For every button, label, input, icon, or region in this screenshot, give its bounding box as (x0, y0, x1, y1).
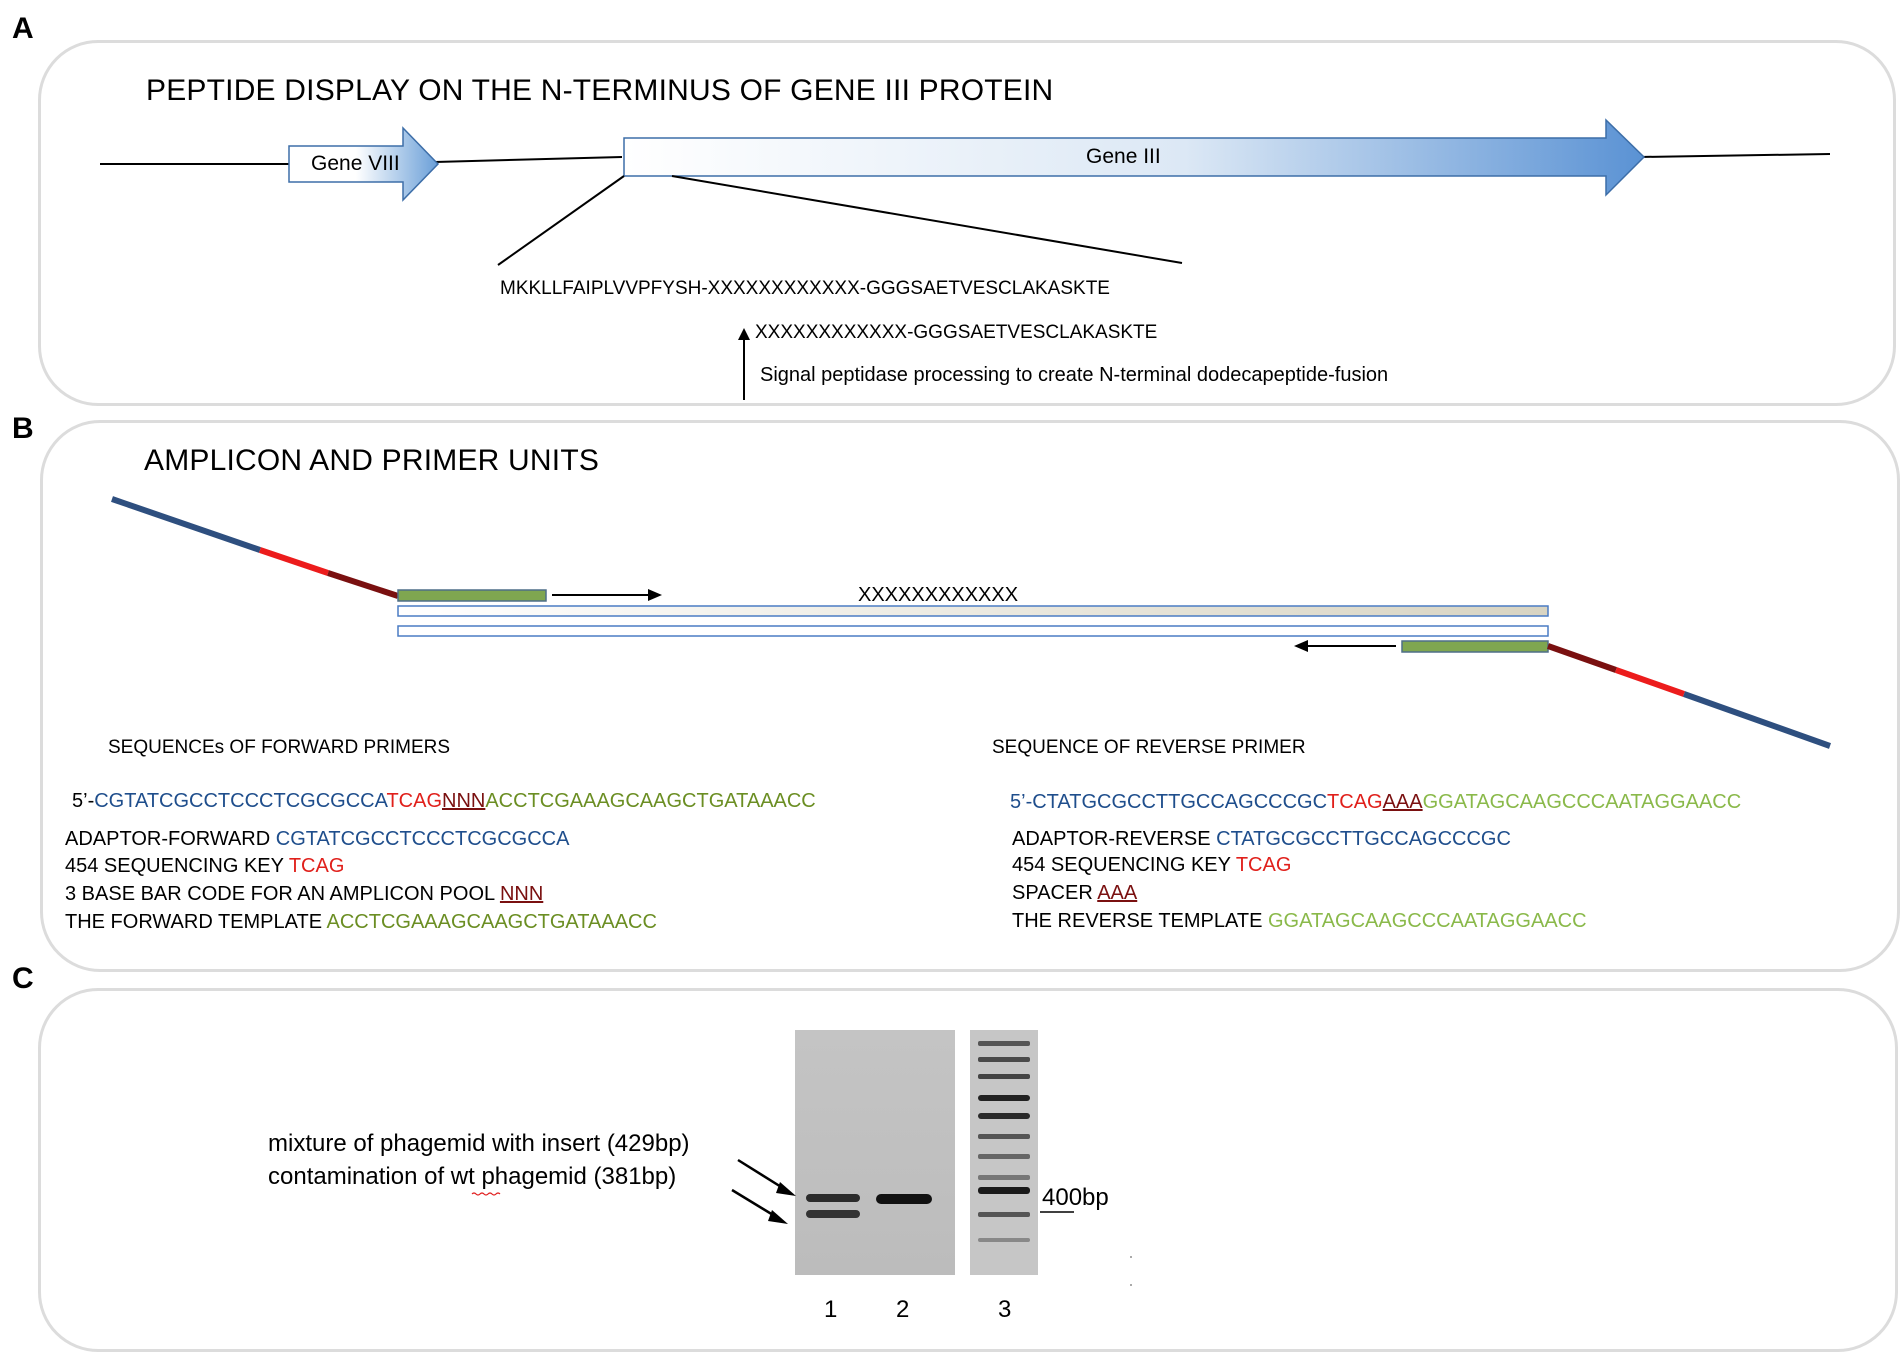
fwd-tail-key (259, 547, 329, 576)
forward-key-seq: TCAG (386, 790, 442, 812)
reverse-primer-heading: SEQUENCE OF REVERSE PRIMER (992, 737, 1306, 758)
panel-letter-a: A (12, 12, 34, 45)
insert-label-arrow-shaft (737, 1158, 787, 1192)
wt-label-arrow-shaft (731, 1188, 779, 1220)
panel-a-title: PEPTIDE DISPLAY ON THE N-TERMINUS OF GEN… (146, 74, 1054, 107)
processed-peptide-sequence: XXXXXXXXXXXX-GGGSAETVESCLAKASKTE (755, 322, 1158, 343)
reverse-template-row: THE REVERSE TEMPLATE GGATAGCAAGCCCAATAGG… (1012, 910, 1587, 932)
lane-label-2: 2 (896, 1296, 910, 1323)
template-strand-top (397, 605, 1549, 617)
backbone-line-mid (434, 156, 623, 163)
reverse-prefix: 5’- (1010, 791, 1033, 813)
lane-label-3: 3 (998, 1296, 1012, 1323)
gene8-label: Gene VIII (311, 152, 400, 175)
reverse-adaptor-seq: CTATGCGCCTTGCCAGCCCGC (1032, 791, 1328, 813)
gene3-arrow (623, 118, 1646, 197)
zoom-line-right (671, 175, 1183, 264)
marker-400bp-label: 400bp (1042, 1184, 1109, 1211)
insert-band-label: mixture of phagemid with insert (429bp) (268, 1130, 690, 1157)
forward-adaptor-row: ADAPTOR-FORWARD CGTATCGCCTCCCTCGCGCCA (65, 828, 570, 850)
insert-label-arrowhead (776, 1182, 796, 1196)
forward-primer-sequence: 5’-CGTATCGCCTCCCTCGCGCCATCAGNNNACCTCGAAA… (72, 790, 816, 813)
gel-lane-3 (970, 1030, 1038, 1275)
reverse-spacer-seq: AAA (1382, 791, 1423, 813)
rev-tail-adaptor (1682, 691, 1832, 749)
gel-lanes-1-2 (795, 1030, 955, 1275)
forward-template-seq: ACCTCGAAAGCAAGCTGATAAACC (485, 790, 816, 812)
zoom-line-left (497, 175, 625, 266)
wt-band-label: contamination of wt phagemid (381bp) (268, 1163, 677, 1190)
lane2-band (876, 1194, 932, 1204)
forward-primers-heading: SEQUENCEs OF FORWARD PRIMERS (108, 737, 451, 758)
reverse-adaptor-row: ADAPTOR-REVERSE CTATGCGCCTTGCCAGCCCGC (1012, 828, 1511, 850)
lane1-band-lower (806, 1210, 860, 1218)
rev-tail-key (1615, 667, 1685, 697)
reverse-spacer-row: SPACER AAA (1012, 882, 1138, 904)
scan-dot (1130, 1284, 1132, 1286)
rev-tail-spacer (1547, 643, 1617, 673)
forward-primer-arrowhead (648, 589, 662, 601)
panel-c (38, 988, 1898, 1352)
backbone-line-right (1639, 153, 1831, 158)
spellcheck-underline (471, 1192, 501, 1196)
full-peptide-sequence: MKKLLFAIPLVVPFYSH-XXXXXXXXXXXX-GGGSAETVE… (500, 278, 1110, 299)
gene8-arrow (288, 126, 440, 202)
lane-label-1: 1 (824, 1296, 838, 1323)
panel-b (40, 420, 1900, 972)
forward-primer-bar (397, 589, 547, 602)
reverse-primer-bar (1401, 640, 1549, 653)
wt-label-arrowhead (768, 1210, 788, 1224)
insert-label: XXXXXXXXXXXX (858, 584, 1019, 606)
reverse-key-seq: TCAG (1327, 791, 1383, 813)
forward-template-row: THE FORWARD TEMPLATE ACCTCGAAAGCAAGCTGAT… (65, 911, 657, 933)
forward-barcode-seq: NNN (442, 790, 486, 812)
scan-dot (1130, 1256, 1132, 1258)
panel-letter-b: B (12, 412, 34, 445)
reverse-key-row: 454 SEQUENCING KEY TCAG (1012, 854, 1292, 876)
gene3-label: Gene III (1086, 145, 1161, 168)
forward-barcode-row: 3 BASE BAR CODE FOR AN AMPLICON POOL NNN (65, 883, 544, 905)
panel-b-title: AMPLICON AND PRIMER UNITS (144, 444, 600, 477)
reverse-primer-sequence: 5’-CTATGCGCCTTGCCAGCCCGCTCAGAAAGGATAGCAA… (1010, 791, 1741, 814)
panel-a (38, 40, 1896, 406)
forward-prefix: 5’- (72, 790, 95, 812)
processing-note: Signal peptidase processing to create N-… (760, 364, 1389, 386)
fwd-tail-barcode (327, 570, 399, 599)
processing-arrowhead (738, 328, 750, 340)
lane1-band-upper (806, 1194, 860, 1202)
reverse-primer-arrowhead (1294, 640, 1308, 652)
forward-adaptor-seq: CGTATCGCCTCCCTCGCGCCA (94, 790, 387, 812)
ladder-bands (978, 1041, 1030, 1242)
forward-key-row: 454 SEQUENCING KEY TCAG (65, 855, 345, 877)
reverse-template-seq: GGATAGCAAGCCCAATAGGAACC (1422, 791, 1742, 813)
template-strand-bottom (397, 625, 1549, 637)
panel-letter-c: C (12, 962, 34, 995)
fwd-tail-adaptor (111, 496, 261, 553)
